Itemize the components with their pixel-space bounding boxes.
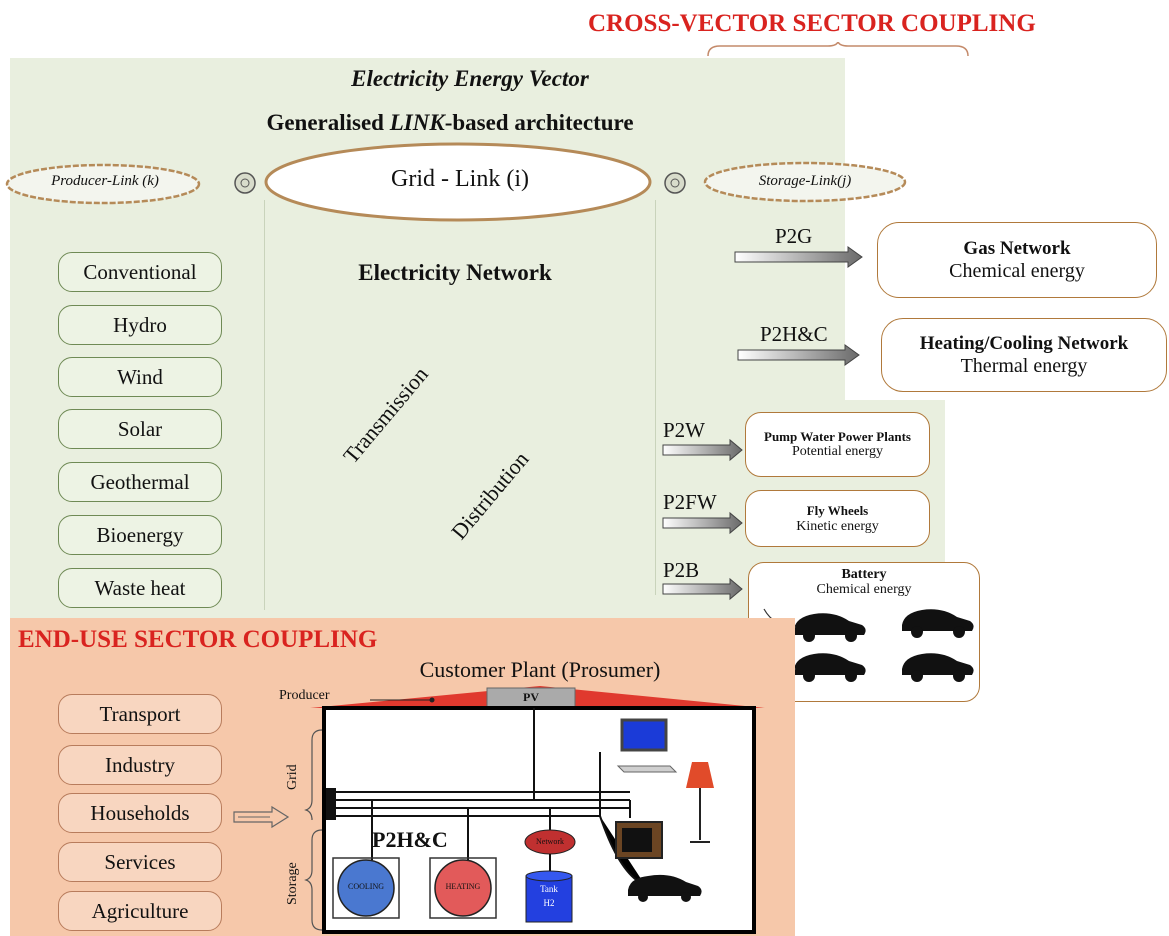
pump-water-box: Pump Water Power Plants Potential energy bbox=[745, 412, 930, 477]
cooling-label: COOLING bbox=[348, 882, 384, 891]
pv-label: PV bbox=[523, 690, 539, 704]
grid-link-label: Grid - Link (i) bbox=[391, 166, 529, 192]
sector-agriculture: Agriculture bbox=[58, 891, 222, 931]
customer-plant-title: Customer Plant (Prosumer) bbox=[419, 657, 661, 682]
electric-cars-icon bbox=[763, 608, 974, 682]
link-ellipses bbox=[5, 142, 907, 222]
heating-cooling-network-box: Heating/Cooling Network Thermal energy bbox=[881, 318, 1167, 392]
producer-label: Producer bbox=[279, 688, 330, 703]
flywheels-box: Fly Wheels Kinetic energy bbox=[745, 490, 930, 547]
producer-bioenergy: Bioenergy bbox=[58, 515, 222, 555]
coupling-arrows bbox=[662, 246, 863, 601]
cross-vector-brace bbox=[707, 42, 969, 57]
end-use-title: END-USE SECTOR COUPLING bbox=[18, 626, 378, 653]
divider-right bbox=[655, 200, 656, 595]
arrow-label-p2w: P2W bbox=[663, 418, 705, 442]
sector-transport: Transport bbox=[58, 694, 222, 734]
arrow-label-p2hc: P2H&C bbox=[760, 322, 828, 346]
arrow-label-p2fw: P2FW bbox=[663, 490, 717, 514]
storage-link-label: Storage-Link(j) bbox=[758, 173, 852, 189]
architecture-title: Generalised LINK-based architecture bbox=[266, 110, 634, 135]
tank-label: Tank bbox=[540, 884, 558, 894]
arrow-label-p2g: P2G bbox=[775, 224, 813, 248]
tank-sub-label: H2 bbox=[543, 898, 555, 908]
producer-wind: Wind bbox=[58, 357, 222, 397]
producer-conventional: Conventional bbox=[58, 252, 222, 292]
sector-services: Services bbox=[58, 842, 222, 882]
grid-label: Grid bbox=[285, 764, 300, 790]
electricity-network-title: Electricity Network bbox=[358, 260, 552, 285]
heating-label: HEATING bbox=[445, 882, 481, 891]
arrow-label-p2b: P2B bbox=[663, 558, 700, 582]
producer-link-label: Producer-Link (k) bbox=[51, 173, 159, 189]
sector-industry: Industry bbox=[58, 745, 222, 785]
producer-solar: Solar bbox=[58, 409, 222, 449]
customer-plant-diagram bbox=[304, 686, 765, 934]
producer-hydro: Hydro bbox=[58, 305, 222, 345]
divider-left bbox=[264, 200, 265, 610]
households-arrow bbox=[233, 805, 290, 829]
storage-label: Storage bbox=[285, 862, 300, 905]
network-label: Network bbox=[536, 837, 564, 846]
gas-network-box: Gas Network Chemical energy bbox=[877, 222, 1157, 298]
cross-vector-title: CROSS-VECTOR SECTOR COUPLING bbox=[588, 10, 1036, 37]
electricity-vector-title: Electricity Energy Vector bbox=[351, 66, 589, 91]
producer-waste-heat: Waste heat bbox=[58, 568, 222, 608]
producer-geothermal: Geothermal bbox=[58, 462, 222, 502]
sector-households: Households bbox=[58, 793, 222, 833]
p2hc-label: P2H&C bbox=[372, 827, 448, 852]
